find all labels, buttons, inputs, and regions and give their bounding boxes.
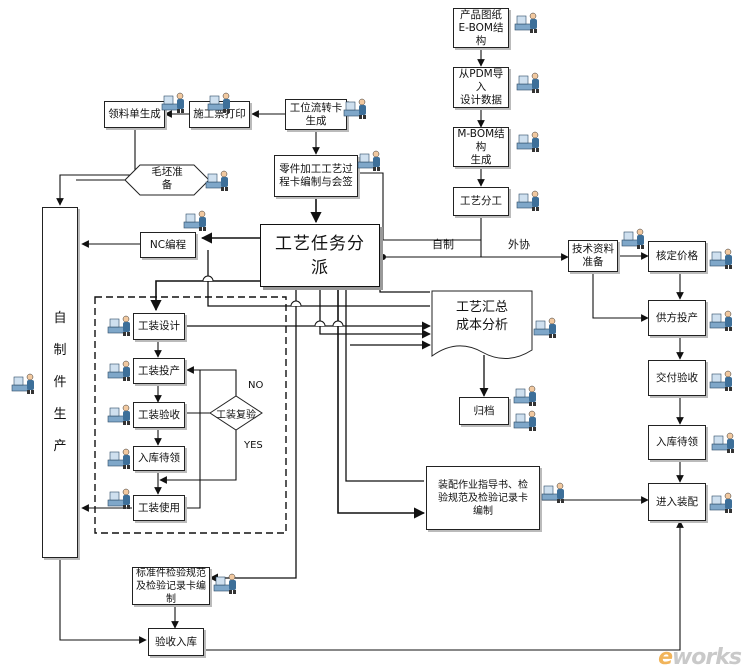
arrow-ysrk-jrzp: [200, 520, 684, 651]
node-task-dispatch: 工艺任务分 派: [260, 224, 380, 287]
arrow-gzfy-no: [186, 366, 237, 396]
node-archive: 归档: [459, 397, 509, 425]
node-acceptance-storage: 验收入库: [148, 628, 204, 656]
label-no: NO: [248, 380, 264, 391]
line-gzsy-loop: [186, 370, 201, 509]
arrow-task-gzsj: [150, 280, 262, 312]
node-tooling-storage: 入库待领: [133, 446, 185, 471]
node-pdm-import: 从PDM导入 设计数据: [453, 67, 509, 108]
arrow-zzsc-ysrk: [59, 558, 147, 644]
node-tooling-use: 工装使用: [133, 495, 185, 521]
watermark-logo: eeworksworks: [658, 645, 742, 670]
node-part-process-card: 零件加工工艺过 程卡编制与会签: [274, 155, 358, 197]
arrow-task-bzj: [209, 286, 297, 583]
node-tooling-production: 工装投产: [133, 358, 185, 384]
node-assembly-instructions: 装配作业指导书、检 验规范及检验记录卡 编制: [426, 466, 540, 530]
line-task-hz-top: [379, 257, 430, 293]
node-tooling-design: 工装设计: [133, 313, 185, 340]
arrow-gzfy-yes: [159, 430, 237, 484]
node-delivery-acceptance: 交付验收: [648, 360, 706, 396]
label-outsourced: 外协: [508, 238, 530, 251]
arrow-llsc-zzsc: [56, 128, 136, 206]
node-material-requisition: 领料单生成: [104, 101, 165, 128]
node-self-made-production: 自 制 件 生 产: [42, 207, 78, 558]
junction-dot: [380, 254, 386, 260]
hop-d: [332, 320, 344, 327]
node-supplier-production: 供方投产: [648, 300, 706, 336]
line-task-zpzy-b: [345, 286, 424, 482]
watermark-accent: e: [658, 645, 673, 670]
hop-a: [202, 275, 214, 282]
label-yes: YES: [244, 440, 263, 451]
hop-b: [290, 300, 302, 307]
node-work-ticket-print: 施工票打印: [189, 101, 250, 128]
node-station-card: 工位流转卡 生成: [285, 99, 347, 130]
hop-c: [314, 320, 326, 327]
node-standard-part-spec: 标准件检验规范 及检验记录卡编 制: [132, 567, 210, 605]
node-nc-programming: NC编程: [140, 232, 196, 258]
label-self-made: 自制: [432, 238, 454, 251]
tooling-group-frame: [94, 296, 287, 534]
node-tech-data-prep: 技术资料 准备: [568, 240, 618, 272]
arrow-task-zpzy: [337, 286, 426, 519]
node-mbom: M-BOM结构 生成: [453, 127, 509, 167]
node-blank-prep: 毛坯准 备: [151, 166, 183, 191]
arrow-jszl-gftc: [592, 272, 649, 322]
node-process-division: 工艺分工: [453, 187, 509, 216]
node-supplier-storage: 入库待领: [648, 425, 706, 460]
line-nc-hz: [207, 250, 430, 307]
node-tooling-acceptance: 工装验收: [133, 402, 185, 428]
node-tooling-recheck: 工装复验: [216, 410, 256, 421]
node-cost-summary: 工艺汇总 成本分析: [455, 300, 508, 333]
node-price-approval: 核定价格: [648, 241, 706, 272]
node-ebom: 产品图纸 E-BOM结构: [453, 8, 509, 48]
arrow-task-hz-a: [319, 286, 431, 339]
node-enter-assembly: 进入装配: [648, 483, 706, 521]
line-lbjgy-right: [358, 172, 384, 240]
